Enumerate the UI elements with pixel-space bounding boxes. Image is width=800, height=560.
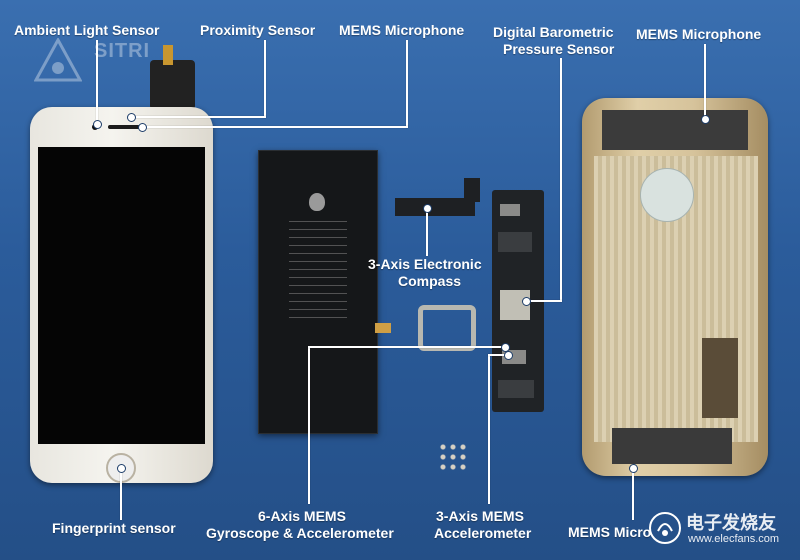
front-display-assembly xyxy=(30,107,213,483)
label-barometric-line2: Pressure Sensor xyxy=(503,41,615,57)
screws xyxy=(438,442,468,472)
callout-line-barometric-v xyxy=(560,58,562,302)
board-chip xyxy=(500,204,520,216)
battery-connector xyxy=(375,323,391,333)
front-flex-connector xyxy=(163,45,173,65)
rear-shield-disk xyxy=(640,168,694,222)
callout-line-barometric-h xyxy=(526,300,562,302)
display-screen xyxy=(38,147,205,444)
callout-dot-fingerprint xyxy=(117,464,126,473)
callout-line-fingerprint xyxy=(120,468,122,520)
logic-board-connector xyxy=(464,178,480,202)
callout-line-proximity-h xyxy=(130,116,266,118)
callout-dot-barometric xyxy=(522,297,531,306)
logic-board xyxy=(492,190,544,412)
rear-speaker-module xyxy=(702,338,738,418)
callout-dot-mic-bottom xyxy=(629,464,638,473)
callout-dot-compass xyxy=(423,204,432,213)
callout-line-proximity-v xyxy=(264,40,266,118)
battery xyxy=(258,150,391,434)
logic-board-arm xyxy=(395,198,475,216)
label-3axis-line2: Accelerometer xyxy=(434,525,532,541)
rear-housing xyxy=(582,98,768,476)
callout-line-mic-bottom xyxy=(632,468,634,520)
front-flex-cable xyxy=(150,60,195,110)
label-barometric-line1: Digital Barometric xyxy=(493,24,614,40)
callout-line-3axis-v xyxy=(488,354,490,504)
earpiece-icon xyxy=(108,125,140,129)
sitri-logo xyxy=(34,38,82,82)
board-chip xyxy=(498,380,534,398)
label-3axis-line1: 3-Axis MEMS xyxy=(436,508,524,524)
battery-print xyxy=(289,221,347,321)
callout-dot-ambient xyxy=(93,120,102,129)
elecfans-logo-icon xyxy=(649,512,681,544)
label-6axis-line2: Gyroscope & Accelerometer xyxy=(206,525,394,541)
callout-line-ambient xyxy=(96,40,98,124)
elecfans-cn-text: 电子发烧友 xyxy=(686,513,776,533)
callout-line-mic-right xyxy=(704,44,706,118)
sitri-watermark: SITRI xyxy=(94,40,151,62)
label-mems-microphone-top: MEMS Microphone xyxy=(339,22,465,38)
rear-top-components xyxy=(602,110,748,150)
label-mems-microphone-bottom: MEMS Micro xyxy=(568,524,652,540)
sim-tray xyxy=(418,305,476,351)
callout-line-3axis-h xyxy=(488,354,508,356)
label-proximity-sensor: Proximity Sensor xyxy=(200,22,316,38)
callout-line-mic-top-v xyxy=(406,40,408,128)
callout-dot-mic-right xyxy=(701,115,710,124)
callout-line-6axis-v xyxy=(308,346,310,504)
callout-dot-mic-top xyxy=(138,123,147,132)
label-compass-line1: 3-Axis Electronic xyxy=(368,256,482,272)
label-ambient-light-sensor: Ambient Light Sensor xyxy=(14,22,160,38)
callout-dot-proximity xyxy=(127,113,136,122)
label-6axis-line1: 6-Axis MEMS xyxy=(258,508,346,524)
apple-logo-icon xyxy=(309,193,325,211)
callout-line-mic-top-h xyxy=(142,126,408,128)
elecfans-url-text: www.elecfans.com xyxy=(688,533,780,545)
callout-line-compass xyxy=(426,208,428,256)
rear-bottom-components xyxy=(612,428,732,464)
label-compass-line2: Compass xyxy=(398,273,462,289)
elecfans-watermark: 电子发烧友 www.elecfans.com xyxy=(648,505,798,553)
callout-line-6axis-h xyxy=(308,346,504,348)
callout-dot-3axis xyxy=(504,351,513,360)
label-mems-microphone-top-right: MEMS Microphone xyxy=(636,26,762,42)
label-fingerprint-sensor: Fingerprint sensor xyxy=(52,520,176,536)
board-chip xyxy=(498,232,532,252)
